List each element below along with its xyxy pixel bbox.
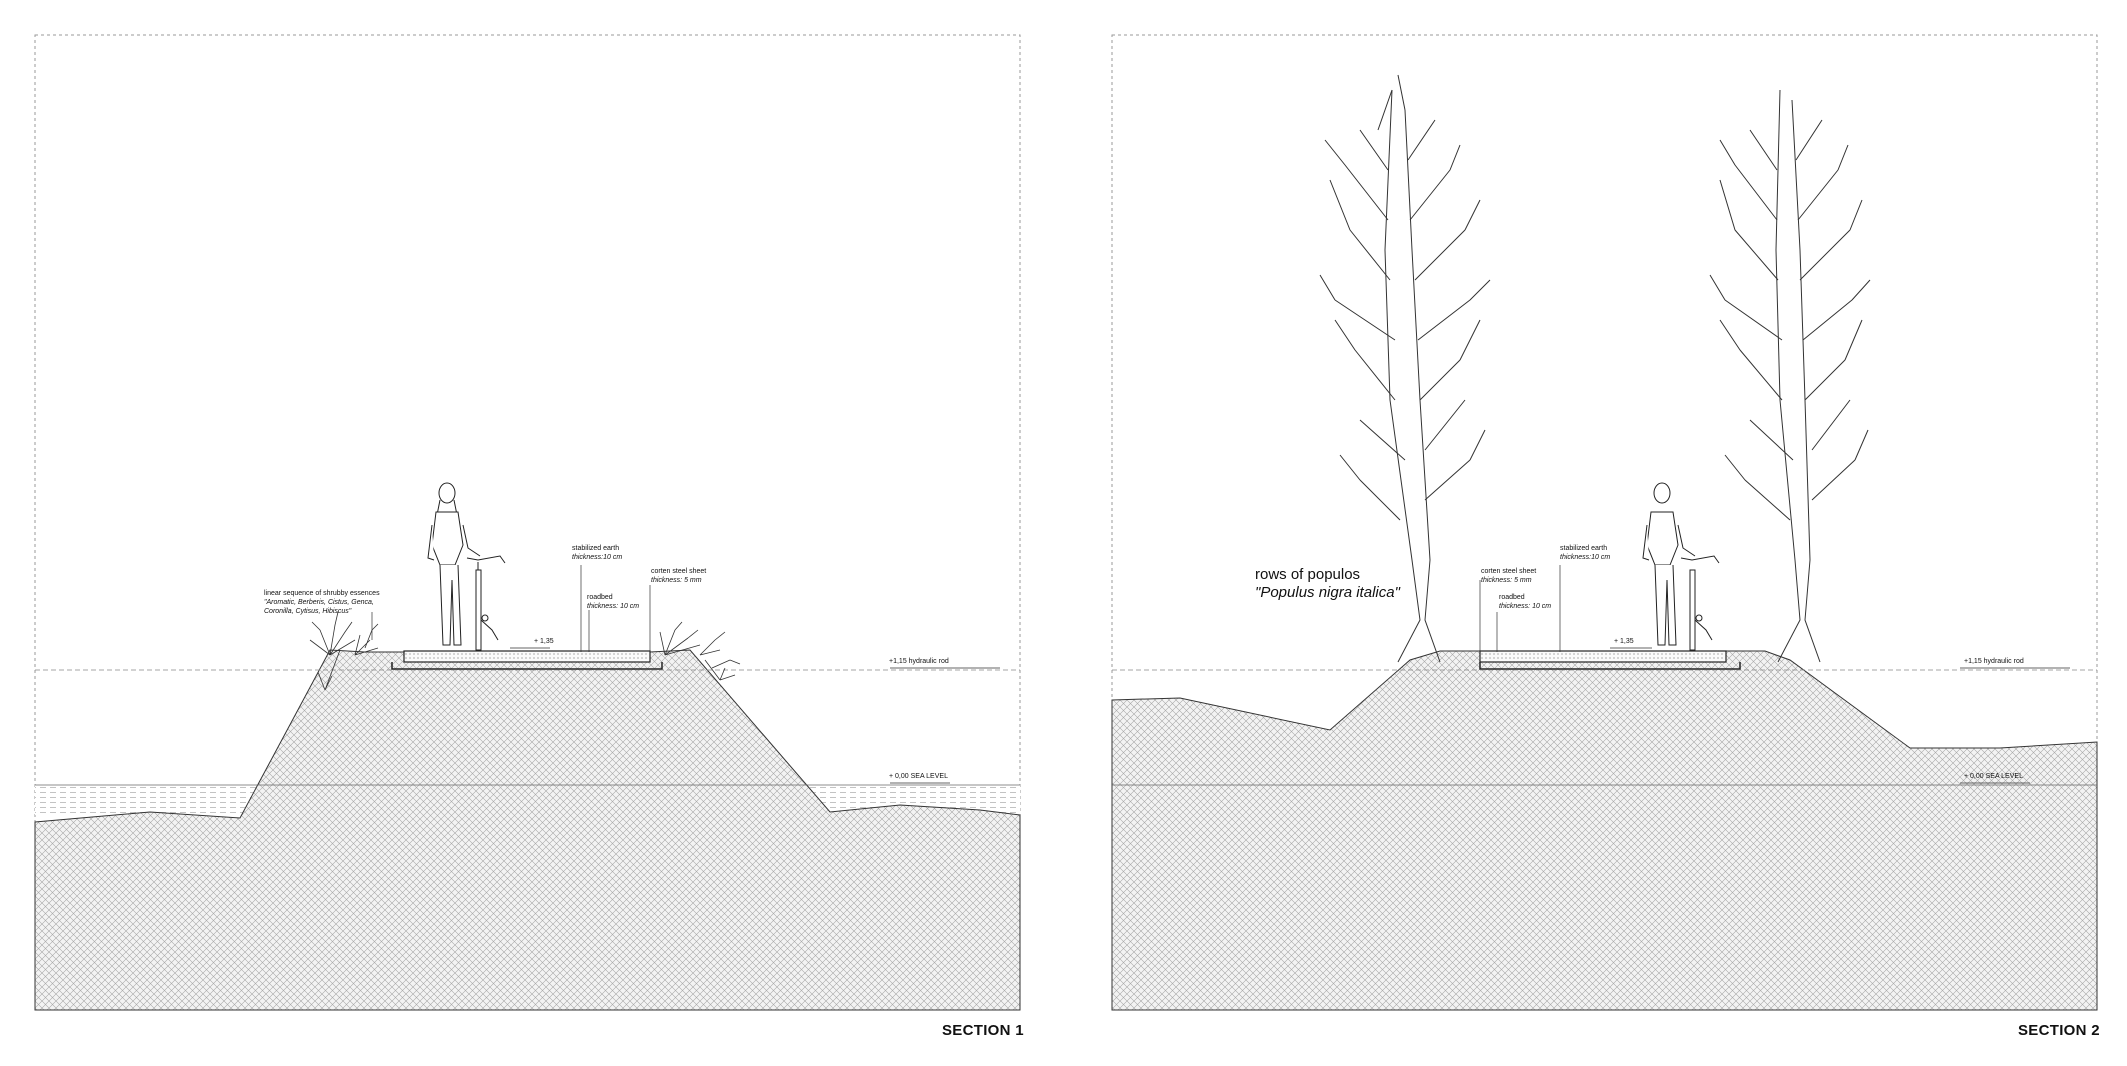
s2-elevation-top: + 1,35 [1614, 638, 1634, 645]
section-1-roadbed [403, 650, 651, 663]
section-2-poplar-left [1319, 74, 1491, 663]
section-2-title: SECTION 2 [2018, 1022, 2100, 1039]
section-2-ground [1111, 650, 2098, 1011]
s2-corten-line2: thickness: 5 mm [1481, 577, 1532, 584]
section-2-corten-sheet [1479, 662, 1741, 670]
s2-stabilized-earth-line1: stabilized earth [1560, 545, 1608, 552]
s1-roadbed-line2: thickness: 10 cm [587, 603, 640, 610]
s1-corten-line1: corten steel sheet [651, 568, 707, 575]
s2-hydraulic-label: +1,15 hydraulic rod [1964, 658, 2024, 665]
s1-stabilized-earth-line1: stabilized earth [572, 545, 620, 552]
populos-label-line2: "Populus nigra italica" [1255, 584, 1400, 601]
s1-roadbed-line1: roadbed [587, 594, 613, 601]
s1-corten-line2: thickness: 5 mm [651, 577, 702, 584]
shrub-label-line2: "Aromatic, Berberis, Cistus, Genca, [264, 599, 374, 606]
s2-corten-line1: corten steel sheet [1481, 568, 1537, 575]
shrub-label-line1: linear sequence of shrubby essences [264, 590, 380, 597]
s1-elevation-top: + 1,35 [534, 638, 554, 645]
section-1-leaders [371, 565, 1000, 784]
section-1-corten-sheet [391, 662, 663, 670]
s2-sea-level-label: + 0,00 SEA LEVEL [1964, 773, 2023, 780]
s1-stabilized-earth-line2: thickness:10 cm [572, 554, 623, 561]
section-2-frame [1111, 34, 2098, 1011]
shrub-label-line3: Coronilla, Cytisus, Hibiscus" [264, 608, 352, 615]
s2-roadbed-line1: roadbed [1499, 594, 1525, 601]
section-1-shrub-right [659, 621, 741, 681]
section-2-roadbed [1479, 650, 1727, 663]
section-1-title: SECTION 1 [942, 1022, 1024, 1039]
section-1-person [427, 482, 481, 646]
s2-roadbed-line2: thickness: 10 cm [1499, 603, 1552, 610]
section-1-frame [34, 34, 1021, 1011]
section-1-bicycle [466, 555, 506, 651]
populos-label-line1: rows of populos [1255, 566, 1361, 583]
s2-stabilized-earth-line2: thickness:10 cm [1560, 554, 1611, 561]
s1-sea-level-label: + 0,00 SEA LEVEL [889, 773, 948, 780]
section-2-bicycle [1680, 555, 1720, 651]
s1-hydraulic-label: +1,15 hydraulic rod [889, 658, 949, 665]
section-1-shrub-left [309, 611, 379, 691]
section-2-leaders [1479, 565, 2070, 784]
section-2-poplar-right [1709, 89, 1871, 663]
section-2-person [1642, 482, 1696, 646]
section-2-panel [1111, 34, 2098, 1011]
section-1-panel [34, 34, 1021, 1011]
section-1-ground [34, 649, 1021, 1011]
